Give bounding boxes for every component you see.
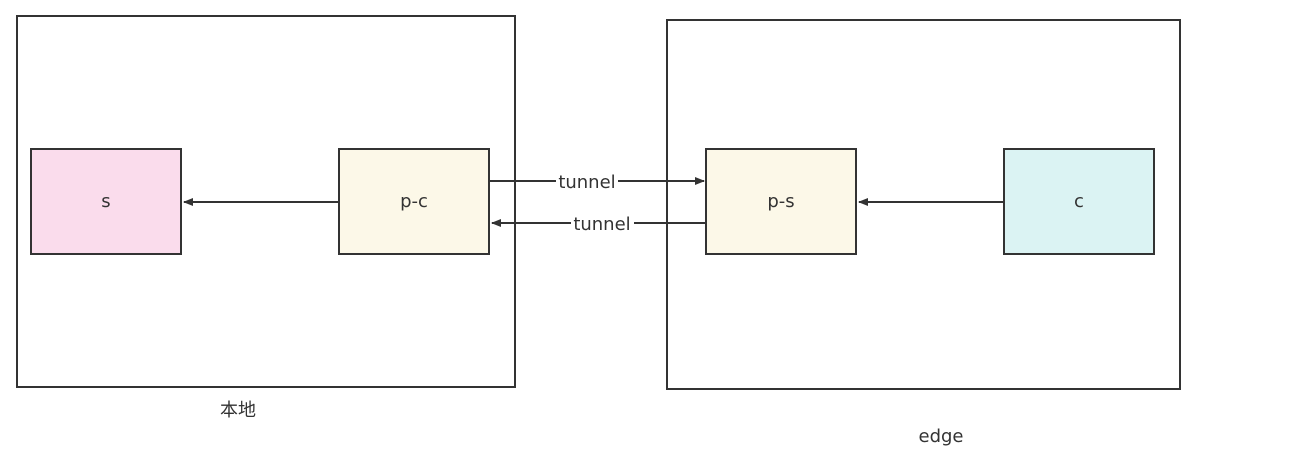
tunnel-label-upper: tunnel	[558, 172, 615, 193]
node-s: s	[30, 148, 182, 255]
node-c-label: c	[1074, 191, 1084, 212]
node-p-c: p-c	[338, 148, 490, 255]
node-c: c	[1003, 148, 1155, 255]
node-s-label: s	[101, 191, 111, 212]
local-container-label: 本地	[220, 400, 256, 421]
node-p-s: p-s	[705, 148, 857, 255]
edge-container-label: edge	[918, 426, 964, 447]
tunnel-label-lower: tunnel	[573, 214, 630, 235]
edge-container	[666, 19, 1181, 390]
local-container	[16, 15, 516, 388]
node-p-s-label: p-s	[767, 191, 795, 212]
node-p-c-label: p-c	[400, 191, 428, 212]
